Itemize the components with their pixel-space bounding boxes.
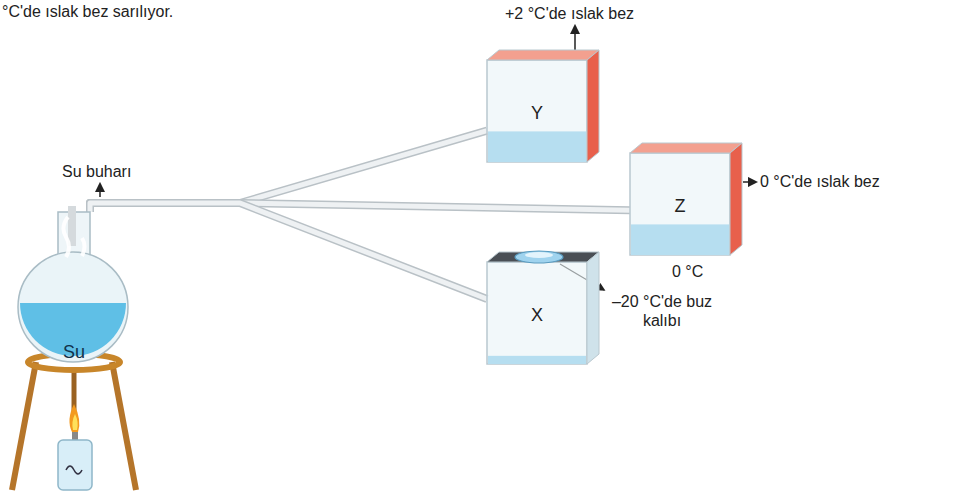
leader-arrow: [743, 181, 756, 183]
note-label: –20 °C'de buz kalıbı: [606, 292, 718, 330]
note-label: 0 °C: [672, 262, 703, 281]
box-letter: Y: [531, 103, 543, 124]
box-shape: [630, 143, 742, 255]
spirit-burner: [58, 404, 92, 490]
container-box: X: [487, 252, 599, 364]
container-box: Z: [630, 143, 742, 255]
leader-arrow: [574, 26, 576, 50]
box-shape: [487, 252, 599, 364]
box-letter: X: [531, 305, 543, 326]
steam-tube: [90, 203, 487, 299]
container-box: Y: [487, 50, 599, 162]
box-letter: Z: [675, 196, 686, 217]
box-shape: [487, 50, 599, 162]
note-label: 0 °C'de ıslak bez: [760, 172, 880, 191]
note-label: +2 °C'de ıslak bez: [505, 4, 634, 23]
flask-shape: [18, 212, 130, 362]
leader-arrow: [99, 184, 101, 197]
note-label: °C'de ıslak bez sarılıyor.: [2, 2, 173, 21]
liquid-label: Su: [63, 342, 85, 363]
tripod-stand: [12, 354, 136, 490]
flask-node: Su: [18, 212, 130, 362]
note-label: Su buharı: [62, 162, 131, 181]
